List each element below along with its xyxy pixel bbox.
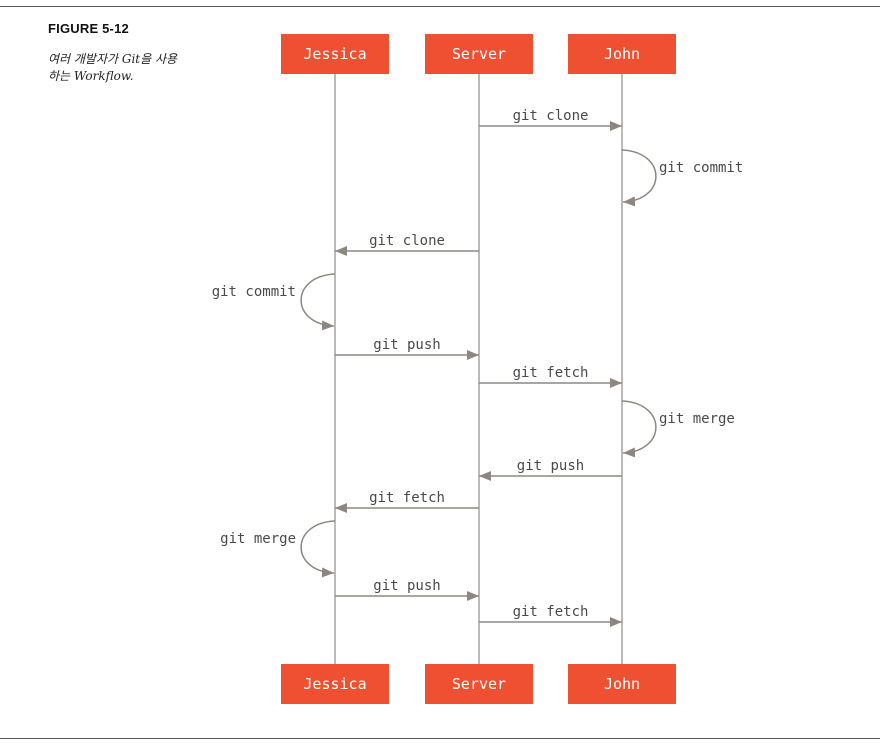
actor-box-bg — [281, 664, 389, 704]
actor-box-server-bottom: Server — [425, 664, 533, 704]
actor-box-server-top: Server — [425, 34, 533, 74]
actor-label: Jessica — [303, 675, 366, 693]
top-rule — [0, 6, 880, 7]
self-arrow — [621, 400, 657, 458]
message-10: git merge — [220, 520, 336, 578]
message-label: git fetch — [369, 490, 445, 506]
message-11: git push — [335, 578, 479, 601]
actor-box-bg — [425, 34, 533, 74]
figure-caption: 여러 개발자가 Git을 사용하는 Workflow. — [48, 52, 178, 83]
message-9: git fetch — [335, 490, 479, 513]
message-label: git merge — [659, 411, 735, 427]
message-12: git fetch — [479, 604, 622, 627]
actor-box-john-top: John — [568, 34, 676, 74]
actor-label: John — [604, 675, 640, 693]
actor-box-bg — [425, 664, 533, 704]
message-label: git fetch — [513, 365, 589, 381]
self-arrow — [621, 149, 657, 207]
message-label: git fetch — [513, 604, 589, 620]
message-label: git commit — [212, 284, 296, 300]
actor-box-bg — [281, 34, 389, 74]
message-label: git commit — [659, 160, 743, 176]
figure-label: FIGURE 5-12 — [48, 21, 129, 36]
message-1: git clone — [479, 108, 622, 131]
actor-box-john-bottom: John — [568, 664, 676, 704]
message-label: git push — [373, 578, 440, 594]
actor-label: Server — [452, 675, 506, 693]
actor-box-jessica-bottom: Jessica — [281, 664, 389, 704]
message-label: git merge — [220, 531, 296, 547]
actor-box-bg — [568, 664, 676, 704]
actor-box-bg — [568, 34, 676, 74]
message-4: git commit — [212, 273, 336, 331]
actor-box-jessica-top: Jessica — [281, 34, 389, 74]
bottom-rule — [0, 738, 880, 739]
actor-label: Jessica — [303, 45, 366, 63]
message-label: git clone — [513, 108, 589, 124]
message-6: git fetch — [479, 365, 622, 388]
self-arrow — [300, 273, 336, 331]
message-label: git push — [373, 337, 440, 353]
message-5: git push — [335, 337, 479, 360]
actor-label: John — [604, 45, 640, 63]
actor-label: Server — [452, 45, 506, 63]
message-3: git clone — [335, 233, 479, 256]
message-8: git push — [479, 458, 622, 481]
self-arrow — [300, 520, 336, 578]
message-label: git clone — [369, 233, 445, 249]
message-2: git commit — [621, 149, 743, 207]
message-label: git push — [517, 458, 584, 474]
message-7: git merge — [621, 400, 735, 458]
